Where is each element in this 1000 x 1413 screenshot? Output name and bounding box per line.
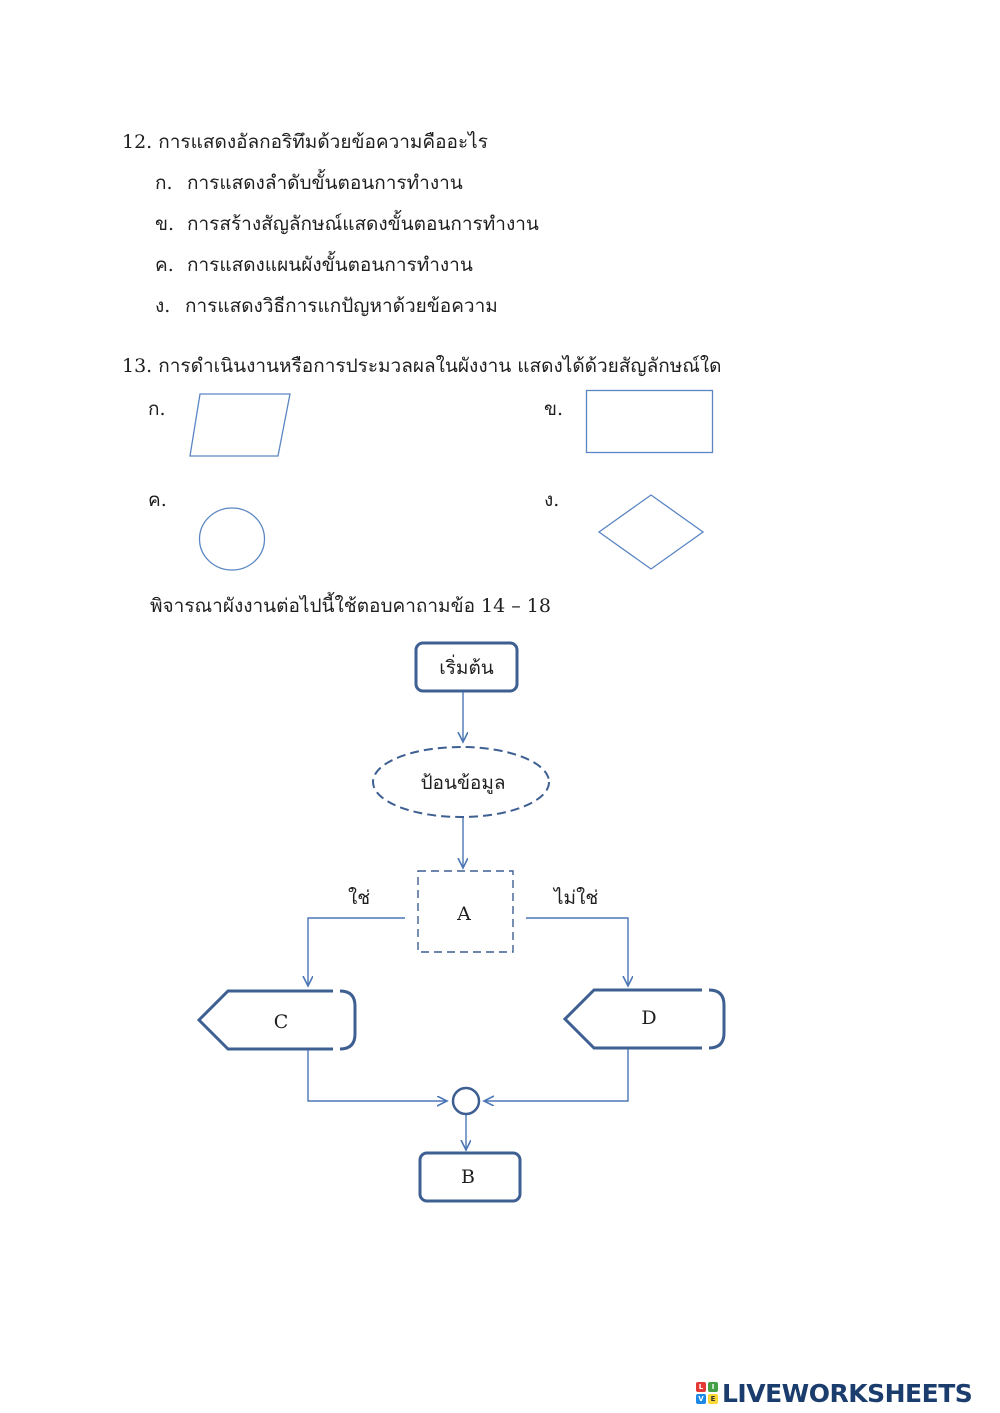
option-text: การแสดงวิธีการแกปัญหาด้วยข้อความ [185,295,498,317]
liveworksheets-logo: L I V E LIVEWORKSHEETS [696,1378,973,1408]
end-terminal: B [418,1151,522,1203]
arrow-yes-branch [308,917,405,986]
yes-label: ใช่ [348,887,370,909]
option-mark: ก. [155,172,173,194]
diamond-shape [597,494,705,570]
arrow-no-branch [526,917,628,986]
input-ellipse: ป้อนข้อมูล [372,746,550,818]
q13-option-a-mark: ก. [148,398,166,420]
option-mark: ง. [155,295,171,317]
liveworksheets-logo-icon: L I V E [696,1382,718,1404]
start-label: เริ่มต้น [439,654,494,679]
option-mark: ค. [155,254,174,276]
display-c-label: C [274,1011,289,1033]
option-text: การสร้างสัญลักษณ์แสดงขั้นตอนการทำงาน [187,213,539,235]
circle-shape [198,507,266,571]
no-label: ไม่ใช่ [552,887,598,909]
parallelogram-shape [189,393,291,457]
logo-text: LIVEWORKSHEETS [722,1378,973,1408]
display-shape-d: D [562,988,726,1050]
question-12: 12. การแสดงอัลกอริทึมด้วยข้อความคืออะไร [122,131,488,153]
q13-option-d-mark: ง. [544,489,560,511]
arrow-d-to-connector [484,1049,629,1101]
display-d-label: D [641,1007,656,1029]
rectangle-shape [585,389,714,454]
decision-box: A [417,870,514,953]
option-mark: ข. [155,213,175,235]
input-label: ป้อนข้อมูล [420,772,505,794]
arrow-c-to-connector [307,1050,447,1101]
q13-option-b-mark: ข. [544,398,564,420]
flowchart-intro: พิจารณาผังงานต่อไปนี้ใช้ตอบคาถามข้อ 14 –… [150,595,551,617]
connector-circle [451,1086,481,1116]
option-text: การแสดงลำดับขั้นตอนการทำงาน [187,172,463,194]
display-shape-c: C [196,989,357,1051]
question-13: 13. การดำเนินงานหรือการประมวลผลในผังงาน … [122,355,722,377]
decision-label: A [456,903,471,925]
start-terminal: เริ่มต้น [414,641,519,693]
end-label: B [461,1166,475,1188]
option-text: การแสดงแผนผังขั้นตอนการทำงาน [187,254,473,276]
q13-option-c-mark: ค. [148,489,167,511]
